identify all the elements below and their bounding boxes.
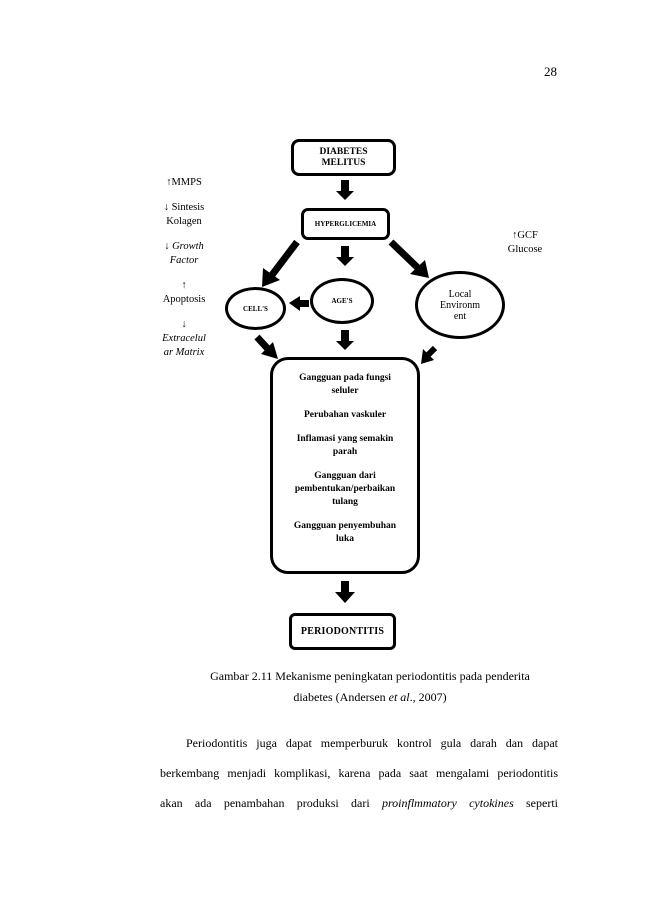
- paragraph-line3-end: seperti: [513, 796, 558, 810]
- caption-text-end: ., 2007): [409, 690, 447, 704]
- arrow-cells-main: [254, 334, 278, 359]
- effect-item: Inflamasi yang semakin parah: [296, 434, 394, 457]
- paragraph-line-3: akan ada penambahan produksi dari proinf…: [160, 796, 558, 811]
- growth-arrow: ↓: [164, 241, 173, 252]
- effect-item: Perubahan vaskuler: [303, 410, 387, 420]
- arrow-ages-cells: [289, 296, 309, 311]
- local-environment-ellipse: Local Environm ent: [415, 271, 505, 339]
- ecm-line2: ar Matrix: [163, 347, 205, 358]
- ages-label: AGE'S: [331, 297, 353, 305]
- arrow-diabetes-hyperglicemia: [336, 180, 354, 200]
- left-notes: ↑MMPS ↓ Sintesis Kolagen ↓ Growth Factor…: [148, 176, 220, 371]
- caption-italic: et al: [388, 690, 410, 704]
- growth-line1: Growth: [172, 241, 204, 252]
- cells-ellipse: CELL'S: [225, 287, 286, 330]
- apoptosis-note: ↑ Apoptosis: [148, 279, 220, 307]
- sintesis-line1: ↓ Sintesis: [163, 202, 205, 213]
- local-line3: ent: [453, 310, 467, 322]
- paragraph-line3-start: akan ada penambahan produksi dari: [160, 796, 382, 810]
- figure-caption: Gambar 2.11 Mekanisme peningkatan period…: [180, 666, 560, 708]
- cells-label: CELL'S: [243, 304, 268, 313]
- hyperglicemia-label: HYPERGLICEMIA: [314, 220, 377, 228]
- growth-line2: Factor: [169, 255, 199, 266]
- apoptosis-arrow: ↑: [181, 280, 187, 291]
- effect-item: Gangguan dari pembentukan/perbaikan tula…: [294, 471, 396, 507]
- page-number: 28: [544, 64, 557, 79]
- ages-ellipse: AGE'S: [310, 278, 374, 324]
- diabetes-melitus-box: DIABETES MELITUS: [291, 139, 396, 176]
- caption-text: diabetes (Andersen: [293, 690, 389, 704]
- paragraph-line-2: berkembang menjadi komplikasi, karena pa…: [160, 766, 558, 780]
- diabetes-line1: DIABETES: [319, 146, 368, 157]
- arrow-ages-main: [336, 330, 354, 350]
- effect-item: Gangguan penyembuhan luka: [293, 521, 397, 544]
- apoptosis-label: Apoptosis: [162, 294, 206, 305]
- diabetes-line2: MELITUS: [321, 157, 366, 168]
- sintesis-note: ↓ Sintesis Kolagen: [148, 201, 220, 229]
- right-notes: ↑GCF Glucose: [495, 229, 555, 257]
- hyperglicemia-box: HYPERGLICEMIA: [301, 208, 390, 240]
- arrow-hyperglicemia-local: [388, 239, 429, 278]
- growth-factor-note: ↓ Growth Factor: [148, 240, 220, 268]
- paragraph-line3-italic: proinflmmatory cytokines: [381, 796, 514, 810]
- local-line2: Environm: [440, 299, 480, 311]
- paragraph-line-1: Periodontitis juga dapat memperburuk kon…: [186, 736, 558, 750]
- effect-item: Gangguan pada fungsi seluler: [299, 373, 391, 396]
- arrow-hyperglicemia-cells: [262, 239, 300, 287]
- mmps-note: ↑MMPS: [166, 177, 202, 188]
- arrow-local-main: [421, 345, 438, 364]
- local-line1: Local: [448, 288, 472, 300]
- ecm-note: ↓ Extracelul ar Matrix: [148, 318, 220, 360]
- periodontitis-label: PERIODONTITIS: [300, 626, 385, 637]
- glucose-note: Glucose: [507, 244, 543, 255]
- caption-line1: Gambar 2.11 Mekanisme peningkatan period…: [210, 669, 530, 683]
- arrow-hyperglicemia-ages: [336, 246, 354, 266]
- periodontitis-box: PERIODONTITIS: [289, 613, 396, 650]
- ecm-arrow: ↓: [181, 319, 187, 330]
- sintesis-line2: Kolagen: [166, 216, 202, 227]
- caption-line2: diabetes (Andersen et al., 2007): [180, 687, 560, 708]
- gcf-note: ↑GCF: [512, 230, 538, 241]
- ecm-line1: Extracelul: [162, 333, 206, 344]
- effects-box: Gangguan pada fungsi seluler Perubahan v…: [270, 357, 420, 574]
- arrow-main-periodontitis: [335, 581, 355, 603]
